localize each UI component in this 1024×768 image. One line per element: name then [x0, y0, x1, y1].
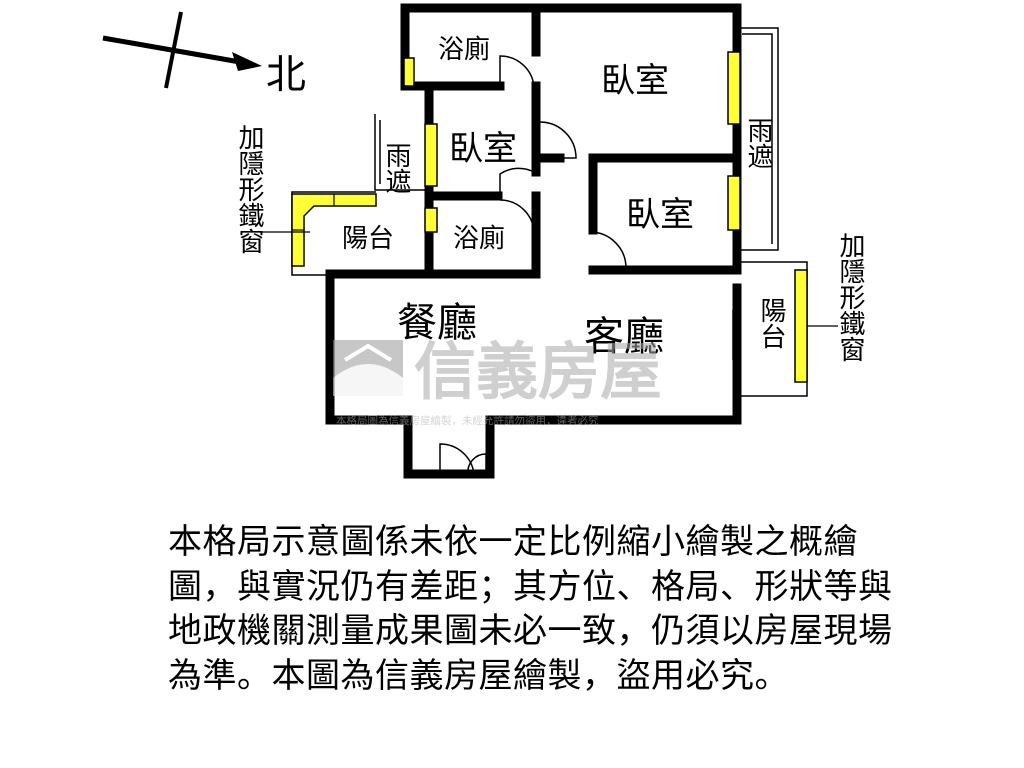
disclaimer-text: 本格局示意圖係未依一定比例縮小繪製之概繪圖，與實況仍有差距；其方位、格局、形狀等…: [168, 522, 893, 696]
room-balcony-left: 陽台: [342, 224, 394, 254]
annotation-right-iron-window: 加隱形鐵窗: [835, 232, 865, 362]
watermark-notice: 本格局圖為信義房屋繪製，未經允許請勿盜用，違者必究: [336, 414, 599, 427]
window-bedroom-lower-right: [727, 175, 741, 231]
room-dining: 餐廳: [397, 300, 477, 346]
door-bath-top: [499, 55, 535, 87]
window-balcony-left: [291, 193, 377, 267]
window-bath-top: [403, 57, 415, 87]
room-bedroom-middle: 臥室: [449, 129, 517, 169]
windows: [291, 51, 808, 383]
room-labels: 浴廁 臥室 臥室 臥室 陽台 浴廁 餐廳 客廳: [342, 35, 694, 360]
door-entrance-right: [467, 453, 487, 475]
room-bath-top: 浴廁: [438, 35, 490, 65]
room-bath-lower: 浴廁: [453, 224, 505, 254]
window-bedroom-top-right: [727, 51, 741, 125]
compass-arrow-head: [232, 52, 262, 71]
window-bedroom-middle: [424, 123, 438, 187]
walls: [325, 3, 742, 479]
compass-cross-line: [164, 11, 183, 89]
window-bath-lower: [424, 207, 438, 233]
watermark-brand: 信義房屋: [414, 335, 662, 408]
watermark: 信義房屋 本格局圖為信義房屋繪製，未經允許請勿盜用，違者必究: [333, 335, 662, 427]
door-entrance-left: [439, 443, 475, 475]
door-bedroom-top-right: [539, 121, 577, 159]
watermark-logo: [333, 340, 403, 396]
window-balcony-right: [794, 269, 808, 383]
compass: 北: [102, 11, 306, 98]
compass-north-label: 北: [266, 52, 306, 98]
door-bedroom-middle: [499, 167, 535, 196]
vertical-labels: 雨遮 雨遮 陽台 加隱形鐵窗 加隱形鐵窗: [234, 117, 865, 362]
door-bedroom-lower-right: [589, 231, 627, 269]
door-bath-lower: [499, 199, 535, 235]
room-bedroom-top-right: 臥室: [601, 61, 669, 101]
room-balcony-right: 陽台: [756, 297, 786, 349]
room-rain-shelter-right: 雨遮: [743, 117, 773, 169]
room-rain-shelter-left: 雨遮: [381, 142, 411, 194]
room-living: 客廳: [584, 314, 664, 360]
floor-plan: 北: [102, 3, 865, 479]
room-bedroom-lower-right: 臥室: [626, 195, 694, 235]
annotation-left-iron-window: 加隱形鐵窗: [234, 124, 264, 254]
doors: [439, 55, 627, 475]
